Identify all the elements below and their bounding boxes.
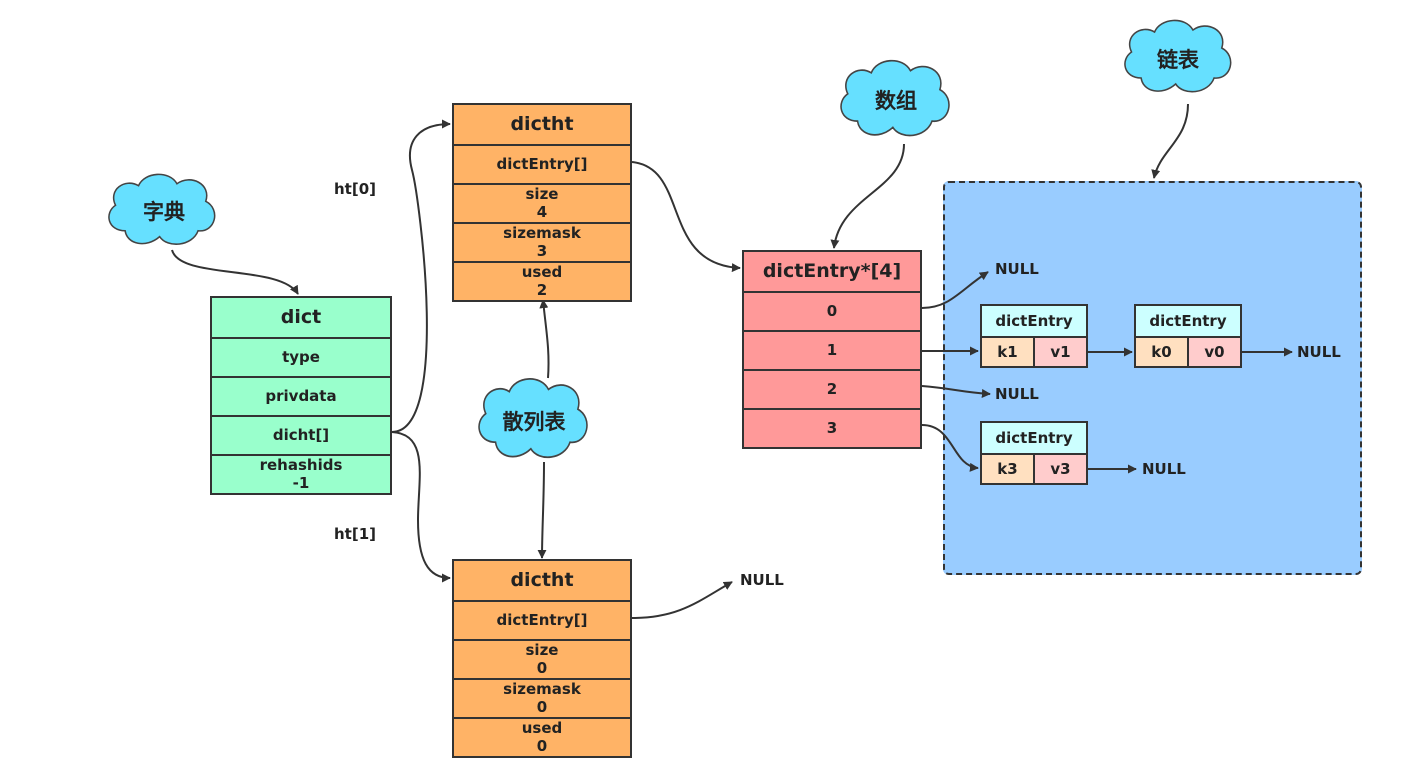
sizemask-label: sizemask bbox=[503, 680, 581, 699]
size-label: size bbox=[525, 185, 559, 204]
dictht-ht0-title: dictht bbox=[510, 112, 574, 135]
null-slot2: NULL bbox=[995, 385, 1039, 403]
null-after-k3: NULL bbox=[1142, 460, 1186, 478]
array-slot-3: 3 bbox=[744, 408, 920, 447]
arrow-dictionary-to-dict bbox=[171, 249, 299, 295]
dictentry-node-title: dictEntry bbox=[1136, 306, 1240, 338]
sizemask-value: 3 bbox=[536, 241, 548, 260]
dict-field-type: type bbox=[212, 337, 390, 376]
dictentry-array: dictEntry*[4] 0 1 2 3 bbox=[742, 250, 922, 449]
dict-field-rehashidx: rehashids -1 bbox=[212, 454, 390, 493]
dictht-ht1: dictht dictEntry[] size 0 sizemask 0 use… bbox=[452, 559, 632, 758]
arrow-dict-to-ht1 bbox=[391, 431, 451, 583]
null-ht1-table: NULL bbox=[740, 571, 784, 589]
dictht-ht1-sizemask: sizemask 0 bbox=[454, 678, 630, 717]
dictht-ht0-table: dictEntry[] bbox=[454, 144, 630, 183]
size-value: 0 bbox=[536, 658, 548, 677]
arrow-array-cloud-to-array bbox=[830, 143, 905, 249]
sizemask-label: sizemask bbox=[503, 224, 581, 243]
array-slot-1: 1 bbox=[744, 330, 920, 369]
dictentry-node-k1: dictEntry k1 v1 bbox=[980, 304, 1088, 368]
dictht-ht0-used: used 2 bbox=[454, 261, 630, 300]
label-ht0: ht[0] bbox=[334, 180, 376, 198]
cloud-hash-table-text: 散列表 bbox=[502, 410, 566, 434]
array-slot-2: 2 bbox=[744, 369, 920, 408]
entry-key: k0 bbox=[1136, 338, 1189, 366]
cloud-array-text: 数组 bbox=[875, 89, 917, 113]
arrow-hashtable-to-ht0 bbox=[539, 299, 550, 379]
dictht-ht1-size: size 0 bbox=[454, 639, 630, 678]
dictentry-node-k0: dictEntry k0 v0 bbox=[1134, 304, 1242, 368]
used-label: used bbox=[521, 263, 563, 282]
cloud-linked-list-text: 链表 bbox=[1157, 48, 1199, 72]
dict-struct: dict type privdata dicht[] rehashids -1 bbox=[210, 296, 392, 495]
dictentry-node-title: dictEntry bbox=[982, 423, 1086, 455]
used-value: 2 bbox=[536, 280, 548, 299]
entry-key: k3 bbox=[982, 455, 1035, 483]
arrow-list-cloud-to-panel bbox=[1151, 103, 1189, 179]
used-label: used bbox=[521, 719, 563, 738]
dictht-ht0-size: size 4 bbox=[454, 183, 630, 222]
dict-field-ht: dicht[] bbox=[212, 415, 390, 454]
dictht-ht1-table: dictEntry[] bbox=[454, 600, 630, 639]
array-title: dictEntry*[4] bbox=[762, 259, 902, 282]
entry-value: v3 bbox=[1035, 455, 1086, 483]
arrow-dict-to-ht0 bbox=[391, 119, 451, 433]
null-after-k0: NULL bbox=[1297, 343, 1341, 361]
entry-value: v0 bbox=[1189, 338, 1240, 366]
arrow-slot0-to-null bbox=[921, 271, 989, 309]
dict-field-privdata: privdata bbox=[212, 376, 390, 415]
size-label: size bbox=[525, 641, 559, 660]
cloud-dictionary-text: 字典 bbox=[143, 200, 185, 224]
arrow-hashtable-to-ht1 bbox=[537, 461, 547, 559]
dictentry-node-title: dictEntry bbox=[982, 306, 1086, 338]
linked-list-panel bbox=[943, 181, 1362, 575]
arrow-slot3-to-entry bbox=[921, 424, 979, 472]
dict-title: dict bbox=[280, 305, 322, 328]
dictht-ht1-title: dictht bbox=[510, 568, 574, 591]
label-ht1: ht[1] bbox=[334, 525, 376, 543]
size-value: 4 bbox=[536, 202, 548, 221]
null-slot0: NULL bbox=[995, 260, 1039, 278]
arrow-ht1-to-null bbox=[631, 581, 733, 619]
dictht-ht1-used: used 0 bbox=[454, 717, 630, 756]
dictht-ht0: dictht dictEntry[] size 4 sizemask 3 use… bbox=[452, 103, 632, 302]
rehashidx-value: -1 bbox=[292, 473, 310, 492]
entry-value: v1 bbox=[1035, 338, 1086, 366]
dictentry-node-k3: dictEntry k3 v3 bbox=[980, 421, 1088, 485]
arrow-ht0-to-array bbox=[631, 161, 741, 273]
array-slot-0: 0 bbox=[744, 291, 920, 330]
sizemask-value: 0 bbox=[536, 697, 548, 716]
entry-key: k1 bbox=[982, 338, 1035, 366]
used-value: 0 bbox=[536, 736, 548, 755]
dictht-ht0-sizemask: sizemask 3 bbox=[454, 222, 630, 261]
rehashidx-label: rehashids bbox=[259, 456, 343, 475]
arrow-slot2-to-null bbox=[921, 385, 991, 398]
